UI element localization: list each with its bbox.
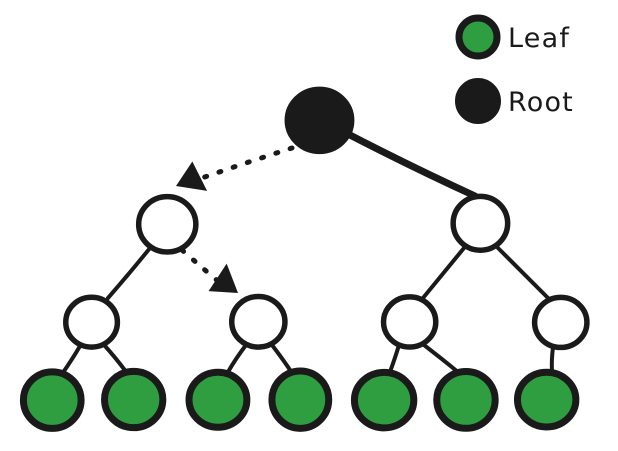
tree-edge-n4-l3 xyxy=(226,343,248,374)
tree-edge-n6-l7 xyxy=(549,345,555,373)
tree-node-l5[interactable] xyxy=(350,368,418,432)
tree-node-l2[interactable] xyxy=(101,367,167,432)
tree-edge-n1-n3 xyxy=(106,246,152,300)
nodes-layer xyxy=(19,86,590,432)
tree-edge-n4-l4 xyxy=(270,343,294,375)
leaf-node-circle xyxy=(513,368,580,431)
tree-node-l7[interactable] xyxy=(513,368,580,431)
arrow-head-icon xyxy=(176,161,208,191)
internal-node-circle xyxy=(531,294,590,351)
tree-edge-n5-l5 xyxy=(388,343,401,374)
tree-node-n6[interactable] xyxy=(531,294,590,351)
internal-node-circle xyxy=(135,193,199,255)
tree-edge-n5-l6 xyxy=(422,343,460,374)
tree-node-l4[interactable] xyxy=(268,367,333,432)
internal-node-circle xyxy=(228,293,288,350)
internal-node-circle xyxy=(380,294,439,350)
root-circle-icon xyxy=(455,78,501,124)
tree-edge-n1-n4 xyxy=(179,247,229,291)
internal-node-circle xyxy=(63,294,121,350)
legend-item-root[interactable]: Root xyxy=(455,78,574,124)
tree-edge-n3-l2 xyxy=(103,344,129,375)
leaf-node-circle xyxy=(185,368,251,431)
tree-edge-n2-n6 xyxy=(495,245,551,301)
tree-edge-root-n1 xyxy=(193,145,295,183)
tree-node-l3[interactable] xyxy=(185,368,251,431)
tree-node-n5[interactable] xyxy=(380,294,439,350)
tree-node-l1[interactable] xyxy=(19,368,85,432)
internal-node-circle xyxy=(450,193,511,253)
tree-node-root[interactable] xyxy=(284,86,355,155)
tree-node-n3[interactable] xyxy=(63,294,121,350)
legend-label-leaf: Leaf xyxy=(508,23,570,54)
leaf-node-circle xyxy=(433,367,499,432)
arrow-heads-layer xyxy=(176,161,242,399)
leaf-node-circle xyxy=(350,368,418,432)
tree-node-n2[interactable] xyxy=(450,193,511,253)
root-node-circle xyxy=(284,86,355,155)
legend: Leaf Root xyxy=(455,14,574,124)
leaf-node-circle xyxy=(268,367,333,432)
leaf-node-circle xyxy=(19,368,85,432)
legend-label-root: Root xyxy=(508,87,574,118)
arrow-head-icon xyxy=(208,263,238,293)
legend-item-leaf[interactable]: Leaf xyxy=(455,14,570,60)
tree-edge-n3-l1 xyxy=(60,344,82,376)
leaf-circle-icon xyxy=(455,14,501,60)
tree-node-l6[interactable] xyxy=(433,367,499,432)
tree-edge-root-n2 xyxy=(344,130,479,200)
edges-layer xyxy=(60,130,555,376)
tree-node-n4[interactable] xyxy=(228,293,288,350)
leaf-node-circle xyxy=(101,367,167,432)
tree-node-n1[interactable] xyxy=(135,193,199,255)
tree-edge-n2-n5 xyxy=(421,246,466,300)
